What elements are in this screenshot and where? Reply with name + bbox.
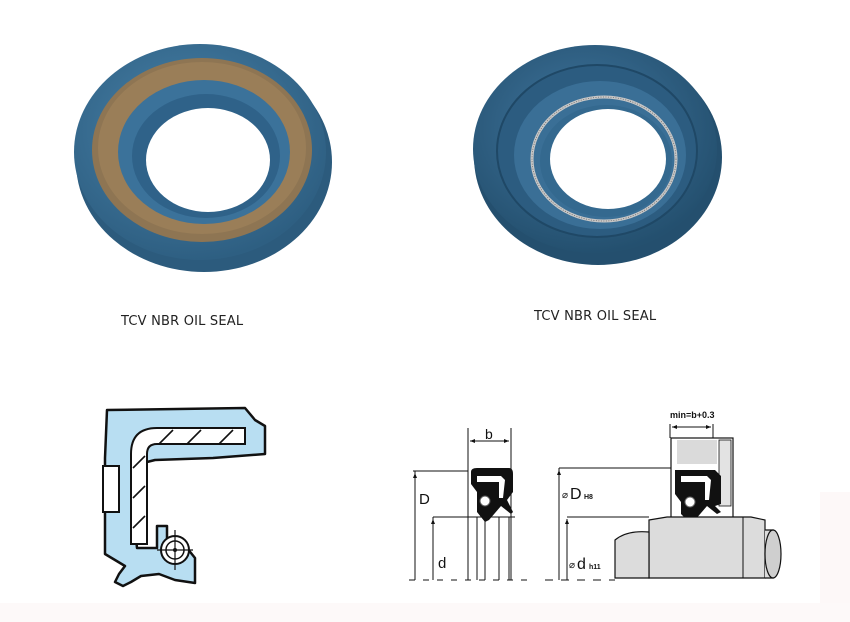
bore-diameter-symbol: ⌀: [562, 490, 568, 501]
shaft-diameter-label: d: [577, 556, 586, 573]
D-label: D: [419, 491, 430, 508]
oil-seal-back-photo: [473, 45, 722, 265]
shaft-diameter-symbol: ⌀: [569, 560, 575, 571]
groove-width-label: min=b+0.3: [670, 410, 715, 420]
product-caption-2: TCV NBR OIL SEAL: [534, 309, 657, 324]
oil-seal-front-photo: [74, 44, 332, 272]
d-label: d: [438, 555, 446, 572]
b-label: b: [485, 426, 493, 442]
seal-dimension-diagram: b D d: [409, 426, 535, 581]
shaft-tolerance-label: h11: [589, 564, 601, 571]
bore-tolerance-label: H8: [584, 494, 593, 501]
seal-cross-section-diagram: [102, 406, 267, 588]
background-band-right: [820, 492, 850, 603]
product-caption-1: TCV NBR OIL SEAL: [121, 314, 244, 329]
seal-installation-diagram: min=b+0.3 ⌀ D H8 ⌀ d h11: [545, 410, 782, 581]
bore-diameter-label: D: [570, 486, 582, 503]
background-band-bottom: [0, 603, 850, 622]
